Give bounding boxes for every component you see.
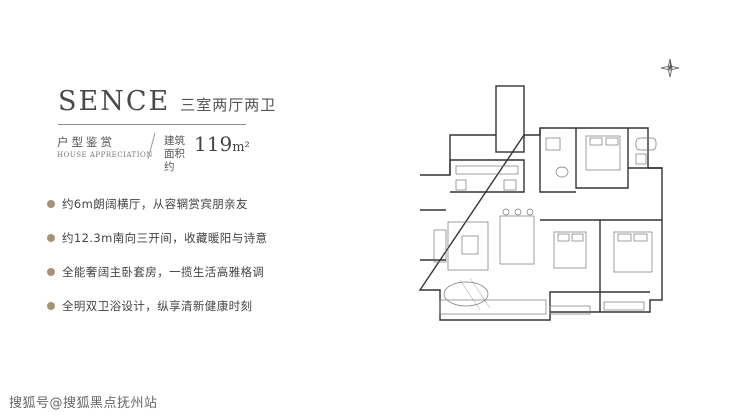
feature-item: 约6m朗阔横厅，从容辋赏宾朋亲友 (47, 196, 267, 212)
feature-text: 约12.3m南向三开间，收藏暖阳与诗意 (62, 231, 268, 245)
bullet-dot-icon (47, 234, 55, 242)
brand-title: SENCE (58, 86, 171, 117)
layout-type: 三室两厅两卫 (180, 96, 277, 114)
section-title-cn: 户型鉴赏 (57, 135, 115, 149)
floor-plan (418, 85, 663, 321)
feature-list: 约6m朗阔横厅，从容辋赏宾朋亲友 约12.3m南向三开间，收藏暖阳与诗意 全能奢… (47, 196, 267, 332)
info-panel: SENCE 三室两厅两卫 户型鉴赏 HOUSE APPRECIATION 建筑面… (0, 0, 300, 417)
area-number: 119 (194, 132, 233, 156)
divider (58, 124, 246, 125)
watermark-text: 搜狐号@搜狐黑点抚州站 (9, 396, 158, 411)
area-value: 119m² (194, 132, 250, 156)
title-row: SENCE 三室两厅两卫 (58, 86, 276, 117)
feature-text: 全能奢阔主卧套房，一揽生活高雅格调 (62, 265, 265, 279)
feature-item: 全明双卫浴设计，纵享清新健康时刻 (47, 298, 267, 314)
compass-icon (660, 58, 680, 78)
bullet-dot-icon (47, 302, 55, 310)
feature-text: 全明双卫浴设计，纵享清新健康时刻 (62, 299, 253, 313)
area-label: 建筑面积约 (164, 135, 185, 173)
bullet-dot-icon (47, 268, 55, 276)
feature-item: 约12.3m南向三开间，收藏暖阳与诗意 (47, 230, 267, 246)
feature-text: 约6m朗阔横厅，从容辋赏宾朋亲友 (62, 197, 248, 211)
feature-item: 全能奢阔主卧套房，一揽生活高雅格调 (47, 264, 267, 280)
bullet-dot-icon (47, 200, 55, 208)
section-title-en: HOUSE APPRECIATION (57, 151, 153, 159)
area-unit: m² (232, 140, 250, 155)
